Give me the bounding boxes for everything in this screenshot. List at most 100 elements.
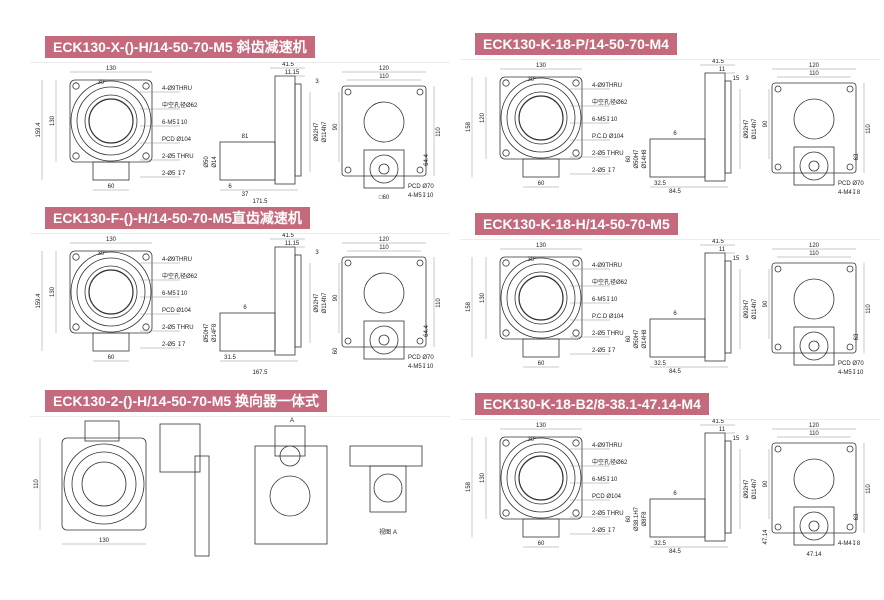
dimension-label: 60	[333, 347, 339, 354]
mount-hole	[72, 323, 80, 331]
dimension-label: 90	[763, 120, 769, 127]
dimension-label: 6-M5↧10	[592, 296, 618, 303]
dimension-label: 中空孔径Ø62	[592, 278, 628, 286]
motor-flange	[363, 149, 405, 189]
ring	[63, 443, 145, 525]
dimension-label: 60	[538, 361, 545, 367]
dimension-label: 159.4	[36, 122, 42, 138]
motor-flange-circle	[799, 151, 829, 181]
ring	[500, 437, 582, 519]
motor-flange-circle	[799, 331, 829, 361]
dimension-label: 110	[379, 74, 389, 80]
mount-hole	[846, 343, 854, 351]
side-view-plate	[274, 75, 296, 185]
dimension-label: 60	[626, 515, 632, 522]
dimension-label: 41.5	[712, 419, 724, 425]
dimension-label: 2-Ø5 ↧7	[162, 341, 186, 348]
back-view-bore	[793, 458, 835, 500]
dimension-label: 130	[536, 243, 547, 249]
mount-hole	[572, 259, 580, 267]
dimension-label: 60	[108, 184, 115, 190]
motor-flange-circle	[369, 154, 399, 184]
dimension-label: PCD Ø104	[592, 494, 622, 500]
dimension-label: 中空孔径Ø62	[592, 98, 628, 106]
mount-hole	[502, 329, 510, 337]
dimension-label: 6-M5↧10	[592, 476, 618, 483]
ring	[88, 98, 134, 144]
view-a-flange	[369, 465, 407, 513]
dimension-label: 中空孔径Ø62	[592, 458, 628, 466]
dimension-label: Ø92H7	[744, 479, 750, 499]
panel-title: ECK130-X-()-H/14-50-70-M5 斜齿减速机	[45, 36, 315, 58]
dimension-label: 32.5	[654, 361, 666, 367]
ring	[84, 265, 138, 319]
ring	[506, 443, 576, 513]
back-view-bore	[363, 101, 405, 143]
motor-flange	[793, 506, 835, 546]
side-view-plate	[704, 72, 726, 182]
dimension-label: P.C.D Ø104	[592, 314, 624, 320]
back-view-bore	[269, 475, 311, 517]
dimension-label: Ø114h7	[322, 292, 328, 314]
front-view-tab	[92, 161, 130, 181]
dimension-label: 110	[866, 124, 872, 134]
dimension-label: 2-Ø5 THRU	[592, 511, 624, 517]
dimension-label: 视图 A	[379, 528, 397, 536]
motor-flange-circle	[369, 325, 399, 355]
dimension-label: 30°	[97, 251, 107, 257]
dimension-label: 47.14	[763, 529, 769, 545]
dimension-label: 84.5	[669, 369, 681, 375]
dimension-label: 60	[108, 355, 115, 361]
mount-hole	[846, 85, 854, 93]
dimension-label: 15	[733, 256, 740, 262]
mount-hole	[416, 166, 424, 174]
dimension-label: 130	[480, 292, 486, 303]
dimension-label: 2-Ø5 THRU	[592, 331, 624, 337]
mount-hole	[774, 445, 782, 453]
dimension-label: 110	[809, 431, 819, 437]
dimension-label: 11	[719, 247, 726, 253]
mount-hole	[774, 265, 782, 273]
dimension-label: Ø92H7	[744, 299, 750, 319]
dimension-label: 中空孔径Ø62	[162, 101, 198, 109]
side-view-plate	[704, 432, 726, 542]
ring	[506, 83, 576, 153]
side-view-motor	[649, 318, 706, 358]
front-view-flange	[499, 76, 583, 160]
mount-hole	[846, 523, 854, 531]
dimension-label: 110	[866, 484, 872, 494]
dimension-label: Ø92H7	[314, 122, 320, 142]
mount-hole	[344, 259, 352, 267]
dimension-label: 84.5	[669, 189, 681, 195]
ring	[514, 91, 568, 145]
ring	[70, 251, 152, 333]
mount-hole	[72, 152, 80, 160]
front-view-tab	[522, 158, 560, 178]
dimension-label: 130	[480, 472, 486, 483]
dimension-label: 84.5	[669, 549, 681, 555]
motor-flange	[363, 320, 405, 360]
divider	[30, 233, 450, 234]
dimension-label: 15	[733, 436, 740, 442]
dimension-label: 6	[673, 311, 677, 317]
dimension-label: 6-M5↧10	[162, 290, 188, 297]
side-view-plate	[274, 246, 296, 356]
dimension-label: 4-M5↧10	[408, 363, 434, 370]
dimension-label: 41.5	[712, 59, 724, 65]
motor-flange-circle	[799, 511, 829, 541]
dimension-label: 2-Ø5 ↧7	[592, 527, 616, 534]
dimension-label: 60	[538, 181, 545, 187]
dimension-label: 2-Ø5 THRU	[162, 154, 194, 160]
dimension-label: 6	[228, 184, 232, 190]
mount-hole	[572, 439, 580, 447]
front-view-flange	[69, 79, 153, 163]
divider	[30, 416, 450, 417]
shaft	[808, 340, 820, 352]
dimension-label: Ø114h7	[752, 118, 758, 140]
ring	[71, 451, 137, 517]
dimension-label: 130	[536, 423, 547, 429]
back-view-bore	[363, 272, 405, 314]
motor-flange	[793, 146, 835, 186]
